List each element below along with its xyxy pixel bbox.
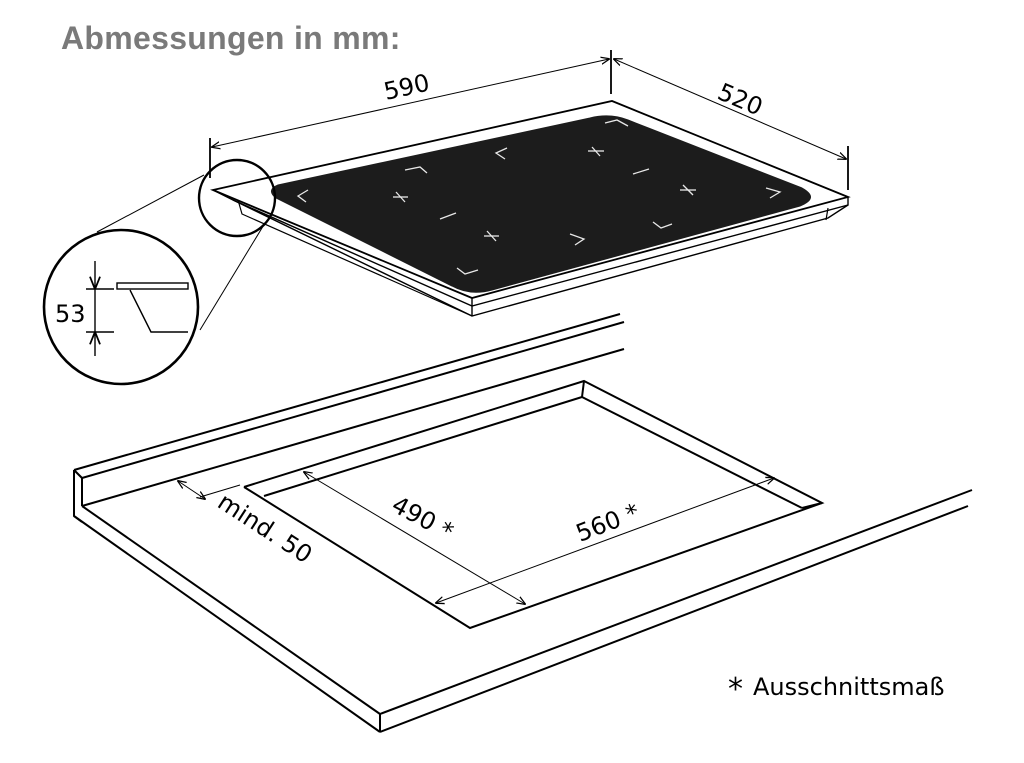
footnote: * Ausschnittsmaß — [728, 668, 945, 707]
detail-callout-small — [197, 158, 277, 238]
hob-depth-dimension: 520 — [714, 78, 767, 122]
cutout-width-dimension: 560 * — [572, 498, 643, 548]
footnote-text: Ausschnittsmaß — [753, 673, 945, 701]
cutout-depth-dimension: 490 * — [387, 491, 458, 546]
hob-height-dimension: 53 — [55, 300, 86, 328]
footnote-asterisk: * — [728, 672, 743, 707]
cutout-dimensions: mind. 50 490 * 560 * — [178, 472, 774, 604]
hob-illustration: 590 520 53 — [42, 50, 851, 386]
detail-callout-magnified — [42, 228, 200, 386]
ceramic-glass-surface — [271, 115, 811, 293]
page-title: Abmessungen in mm: — [61, 20, 401, 56]
